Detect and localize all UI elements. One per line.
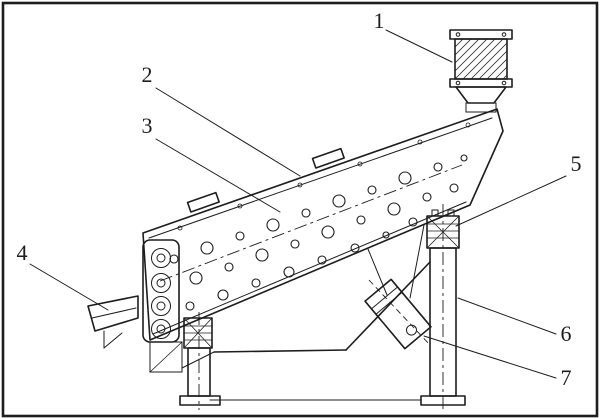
callout-labels: 1 2 3 4 5 6 7 [17,8,582,390]
callout-3-label: 3 [142,113,153,138]
feed-inlet [449,29,513,113]
callout-4-leader [29,263,109,311]
left-support-leg [179,312,221,410]
callout-1-leader [385,29,453,63]
callout-2-label: 2 [142,62,153,87]
callout-leaders [29,29,567,379]
left-end-flanges [142,239,183,373]
left-spring-mount [183,317,213,349]
callout-5-label: 5 [571,151,582,176]
feed-inlet-hatching [454,38,508,80]
callout-1-label: 1 [374,8,385,33]
screen-cover-edge [148,117,493,239]
frame-braces [181,261,431,401]
callout-7-leader [423,335,557,379]
callout-4-label: 4 [17,240,28,265]
vibration-motor [364,224,432,350]
mounting-lug-left [186,191,220,213]
callout-2-leader [155,87,301,177]
callout-6-label: 6 [561,321,572,346]
callout-3-leader [155,138,281,213]
screen-holes [169,122,471,311]
screen-centerline [159,164,463,282]
discharge-chute [87,295,139,349]
callout-7-label: 7 [561,365,572,390]
callout-6-leader [457,297,557,335]
screen-body [142,108,504,341]
callout-5-leader [455,175,567,227]
mounting-lug-right [311,147,345,169]
